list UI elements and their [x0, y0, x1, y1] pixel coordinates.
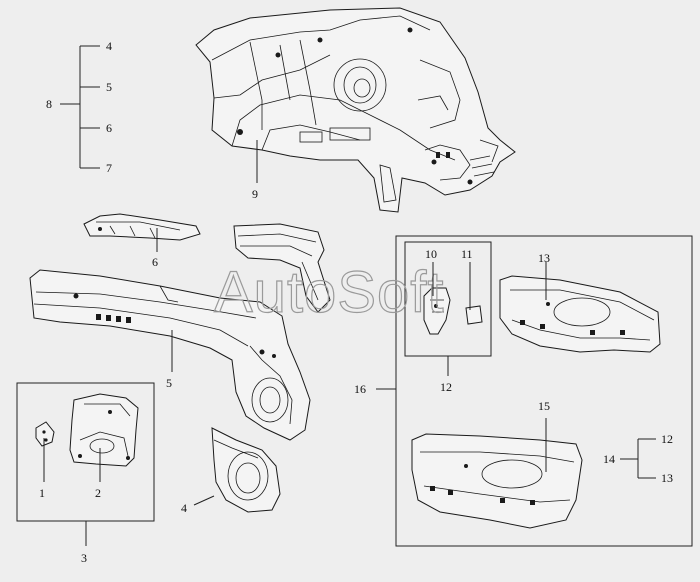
- label-10: 10: [425, 247, 437, 261]
- label-5: 5: [106, 80, 112, 94]
- watermark: AutoSoft: [214, 260, 444, 325]
- label-8: 8: [46, 97, 52, 111]
- label-16: 16: [354, 382, 366, 396]
- part-13-reinforcement-upper: [499, 275, 661, 353]
- box-parts-12-16: [395, 235, 693, 547]
- part-15-reinforcement-lower: [411, 433, 583, 529]
- part-2-plate: [69, 393, 139, 467]
- part-5-rail-upper: [233, 223, 331, 313]
- bracket-group-14: [620, 438, 656, 479]
- label-11: 11: [461, 247, 473, 261]
- label-7: 7: [106, 161, 112, 175]
- label-6-part: 6: [152, 255, 158, 269]
- box-parts-1-2: [16, 382, 155, 522]
- label-3: 3: [81, 551, 87, 565]
- label-12-bracket: 12: [661, 432, 673, 446]
- label-14: 14: [603, 452, 615, 466]
- label-9: 9: [252, 187, 258, 201]
- label-12-box: 12: [440, 380, 452, 394]
- label-1: 1: [39, 486, 45, 500]
- label-15: 15: [538, 399, 550, 413]
- part-5-side-rail: [29, 269, 311, 441]
- part-11-clip: [465, 305, 483, 325]
- label-2: 2: [95, 486, 101, 500]
- bracket-group-8: [60, 45, 100, 169]
- label-4: 4: [106, 39, 112, 53]
- part-10-bracket: [423, 287, 451, 335]
- part-1-clip: [35, 421, 55, 447]
- label-13-part: 13: [538, 251, 550, 265]
- label-6: 6: [106, 121, 112, 135]
- part-6-bracket: [83, 213, 201, 241]
- part-4-cup-bracket: [211, 427, 281, 513]
- label-5-part: 5: [166, 376, 172, 390]
- label-13-bracket: 13: [661, 471, 673, 485]
- part-9-front-body-assembly: [195, 7, 516, 213]
- label-4-part: 4: [181, 501, 187, 515]
